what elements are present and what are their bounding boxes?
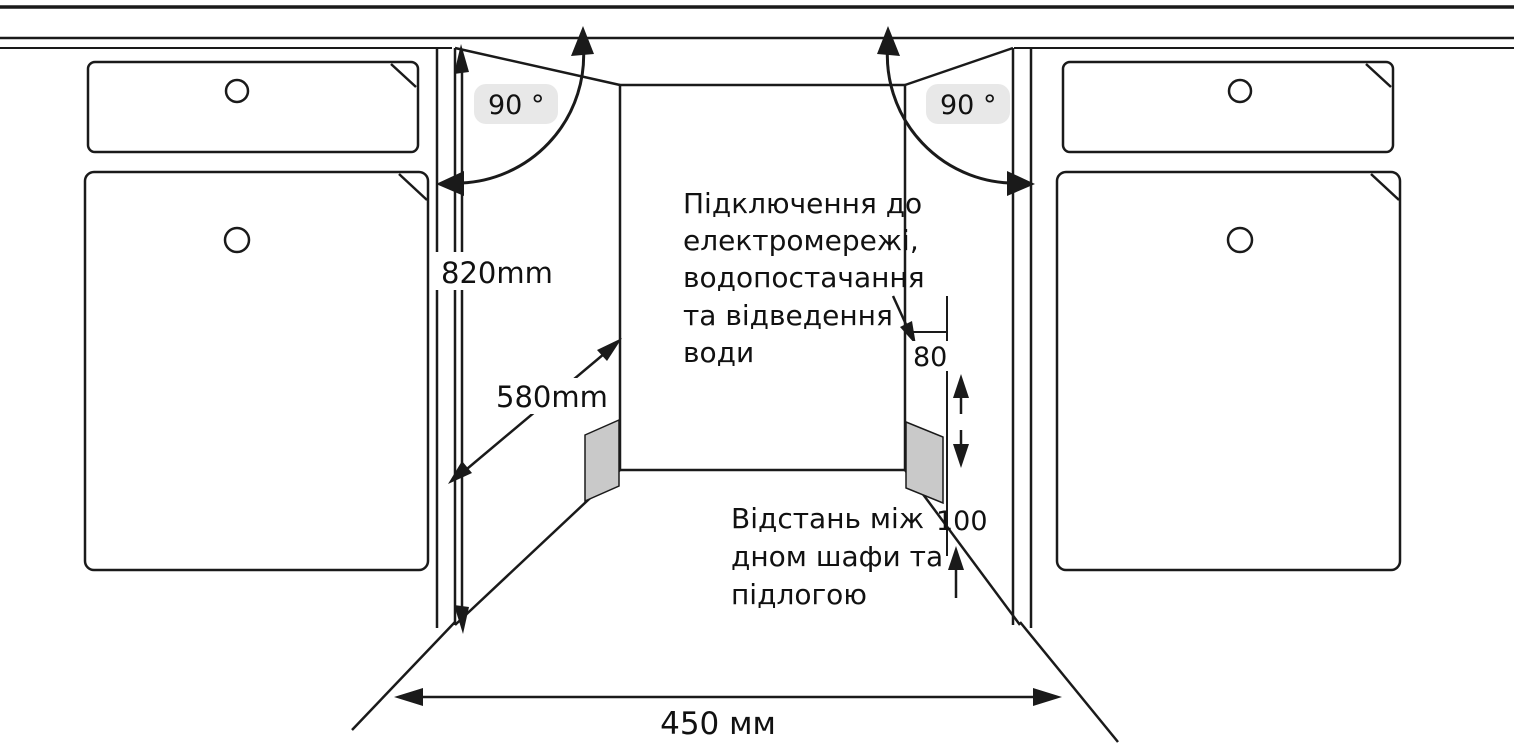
plinth-note-line: Відстань між [731,502,924,535]
plinth-gap-label: 100 [936,506,988,537]
callout-arrowhead [900,321,916,345]
left-plinth-panel [584,418,620,503]
height-label-mask [433,252,551,290]
left-door-swing-arc [449,41,586,185]
floor-edge-right [1019,621,1119,743]
height-dimension: 820mm [433,44,553,634]
height-label: 820mm [441,256,553,290]
utilities-note-line: водопостачання [683,261,925,294]
width-dimension: 450 мм [394,688,1062,742]
right-angle-halo [926,84,1010,124]
right-arc-up-arrowhead [877,26,900,56]
left-drawer-knob [224,78,250,104]
gap-down-arrowhead [953,444,969,468]
right-cabinet-drawer [1061,60,1395,154]
width-right-arrowhead [1033,688,1062,706]
niche-back-wall [618,83,907,472]
left-arc-left-arrowhead [436,171,464,196]
plinth-note-line: підлогою [731,578,867,611]
left-cabinet-door [83,170,430,572]
offset-up-arrowhead [953,374,969,398]
right-cabinet-door [1055,170,1402,572]
left-angle-halo [474,84,558,124]
angle-labels: 90 ° 90 ° [474,84,1010,124]
left-door-bevel [398,173,428,201]
width-label: 450 мм [660,706,776,742]
utilities-note-line: та відведення [683,299,893,332]
depth-dimension: 580mm [448,338,622,484]
plinth-note-line: дном шафи та [731,540,943,573]
niche-opening [351,46,1119,743]
floor-edge-left [351,621,456,731]
door-swing-arcs [436,26,1035,196]
offset-label-mask [909,341,951,371]
depth-lower-arrowhead [448,461,472,484]
countertop [0,5,1514,49]
depth-upper-arrowhead [597,338,622,361]
depth-label-mask [490,378,604,414]
utilities-detail: 80 100 [891,295,988,598]
utilities-note: Підключення до електромережі, водопостач… [683,187,925,369]
utilities-note-line: води [683,336,754,369]
niche-left-wall-top-edge [454,46,621,87]
utilities-note-line: Підключення до [683,187,922,220]
left-door-knob [223,226,251,254]
right-door-bevel [1370,173,1400,201]
right-door-swing-arc [885,41,1022,185]
left-cabinet-drawer [86,60,420,154]
right-door-knob [1226,226,1254,254]
plinth-note: Відстань між дном шафи та підлогою [731,502,943,611]
right-plinth-panel [905,420,944,505]
right-angle-label: 90 ° [940,90,996,121]
niche-right-wall-top-edge [904,46,1014,87]
left-drawer-bevel [390,63,417,88]
height-down-arrowhead [454,605,469,634]
left-cabinet [83,48,457,628]
gap-up-arrowhead [948,546,964,570]
utilities-note-line: електромережі, [683,224,919,257]
right-drawer-knob [1227,78,1253,104]
width-left-arrowhead [394,688,423,706]
height-up-arrowhead [454,44,469,74]
right-cabinet [1011,48,1402,628]
left-angle-label: 90 ° [488,90,544,121]
utilities-offset-label: 80 [913,342,947,373]
depth-label: 580mm [496,380,608,414]
left-arc-up-arrowhead [571,26,594,56]
right-arc-right-arrowhead [1007,171,1035,196]
right-drawer-bevel [1365,63,1392,88]
